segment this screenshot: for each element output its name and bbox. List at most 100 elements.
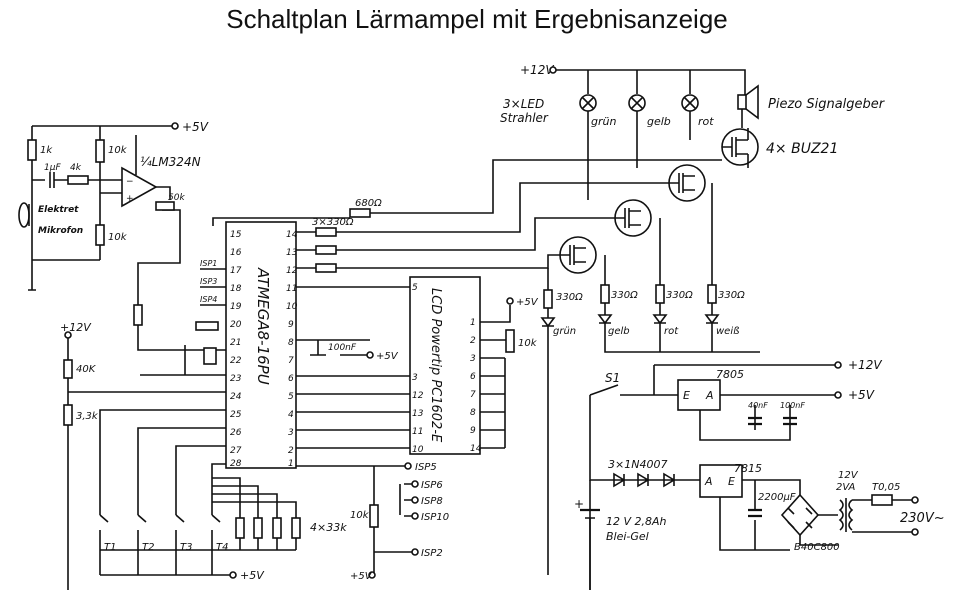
svg-text:17: 17 — [230, 266, 242, 276]
mcu-lcd-bus — [296, 286, 410, 449]
mcu-left-wiring — [140, 345, 226, 376]
buz-label: 4× BUZ21 — [766, 141, 838, 157]
svg-text:7: 7 — [470, 390, 476, 400]
lamp-red — [681, 94, 699, 140]
lcd-label: LCD Powertip PC1602-E — [428, 288, 443, 443]
svg-text:3: 3 — [470, 354, 476, 364]
r10k-b-label: 10k — [108, 232, 128, 243]
r330-4-label: 330Ω — [718, 290, 745, 301]
s1-label: S1 — [605, 371, 620, 385]
svg-text:9: 9 — [470, 426, 476, 436]
transformer — [838, 498, 854, 532]
opamp — [121, 166, 158, 208]
mcu-label: ATMEGA8-16PU — [254, 267, 272, 385]
fuse — [871, 494, 893, 506]
svg-text:+: + — [126, 194, 134, 204]
svg-text:3: 3 — [412, 373, 418, 383]
reg-7805 — [677, 379, 721, 411]
c40nf-label: 40nF — [748, 401, 768, 410]
isp-pins — [399, 483, 412, 517]
svg-text:21: 21 — [230, 338, 241, 348]
svg-text:E: E — [728, 475, 735, 488]
svg-text:1: 1 — [470, 318, 476, 328]
svg-text:4: 4 — [288, 410, 294, 420]
led-feeds — [547, 183, 713, 290]
mains-label: 230V~ — [900, 511, 945, 526]
r33k-label: 3,3k — [76, 411, 99, 422]
svg-text:15: 15 — [230, 230, 242, 240]
svg-text:1: 1 — [288, 459, 294, 469]
svg-text:23: 23 — [230, 374, 242, 384]
led-strahler-label: 3×LED — [503, 97, 544, 111]
bridge-label: B40C800 — [794, 542, 840, 553]
lamp-yellow-label: gelb — [647, 115, 671, 128]
r330-1-label: 330Ω — [556, 292, 583, 303]
r330-3-label: 330Ω — [666, 290, 693, 301]
gate-line-3 — [296, 217, 615, 251]
svg-text:27: 27 — [230, 446, 242, 456]
piezo-buzzer — [737, 84, 759, 128]
pullup-lines — [212, 477, 297, 518]
svg-text:3: 3 — [288, 428, 294, 438]
svg-text:26: 26 — [230, 428, 242, 438]
opamp-input — [32, 162, 122, 260]
lamp-red-label: rot — [698, 115, 714, 128]
v5-isp-label: +5V — [350, 571, 373, 582]
isp10-label: ISP10 — [421, 512, 449, 523]
ground — [28, 259, 100, 291]
svg-text:−: − — [126, 177, 134, 187]
svg-text:19: 19 — [230, 302, 242, 312]
c100nf-label: 100nF — [328, 343, 357, 353]
v12-left-label: +12V — [60, 321, 92, 334]
svg-text:22: 22 — [230, 356, 242, 366]
led-diodes — [540, 303, 760, 575]
v5-lcd-label: +5V — [516, 297, 539, 308]
r1k-label: 1k — [40, 145, 53, 156]
svg-text:14: 14 — [286, 230, 298, 240]
svg-text:11: 11 — [412, 427, 423, 437]
r10k-lcd — [505, 329, 515, 353]
battery-label: 12 V 2,8Ah — [606, 515, 667, 528]
lamp-feeds — [587, 70, 691, 94]
battery-label-2: Blei-Gel — [606, 530, 649, 543]
svg-text:+: + — [574, 497, 584, 511]
trafo-label: 12V — [838, 470, 859, 481]
v12-right-label: +12V — [848, 358, 882, 372]
piezo-label: Piezo Signalgeber — [768, 97, 886, 112]
mosfet-2 — [668, 164, 706, 202]
c2200-label: 2200µF — [758, 492, 796, 503]
v5-top-label: +5V — [182, 120, 209, 134]
isp5-label: ISP5 — [415, 462, 437, 473]
svg-text:8: 8 — [470, 408, 476, 418]
isp6-label: ISP6 — [421, 480, 443, 491]
opamp-to-adc — [137, 222, 181, 351]
r10k-b — [95, 224, 105, 246]
mosfet-3 — [614, 199, 652, 237]
c2200uf — [748, 508, 762, 518]
reg7805-label: 7805 — [716, 368, 744, 381]
r10k-a-label: 10k — [108, 145, 128, 156]
isp2-label: ISP2 — [421, 548, 443, 559]
t1-label: T1 — [104, 542, 116, 553]
mosfet-4 — [559, 236, 597, 274]
svg-text:10: 10 — [286, 302, 298, 312]
svg-text:16: 16 — [230, 248, 242, 258]
switch-lines — [99, 409, 226, 515]
t4-label: T4 — [216, 542, 228, 553]
svg-text:5: 5 — [288, 392, 294, 402]
r10k-a — [95, 139, 105, 163]
r680-label: 680Ω — [355, 198, 382, 209]
svg-text:2: 2 — [288, 446, 294, 456]
isp8-label: ISP8 — [421, 496, 443, 507]
r330-2-label: 330Ω — [611, 290, 638, 301]
v5-mid-label: +5V — [376, 351, 399, 362]
series-diodes — [600, 472, 700, 488]
svg-text:8: 8 — [288, 338, 294, 348]
svg-text:A: A — [704, 475, 713, 488]
gate-line-4 — [296, 254, 560, 269]
c1uf-label: 1µF — [44, 163, 61, 173]
atmega8-chip — [225, 221, 297, 469]
svg-text:13: 13 — [286, 248, 298, 258]
